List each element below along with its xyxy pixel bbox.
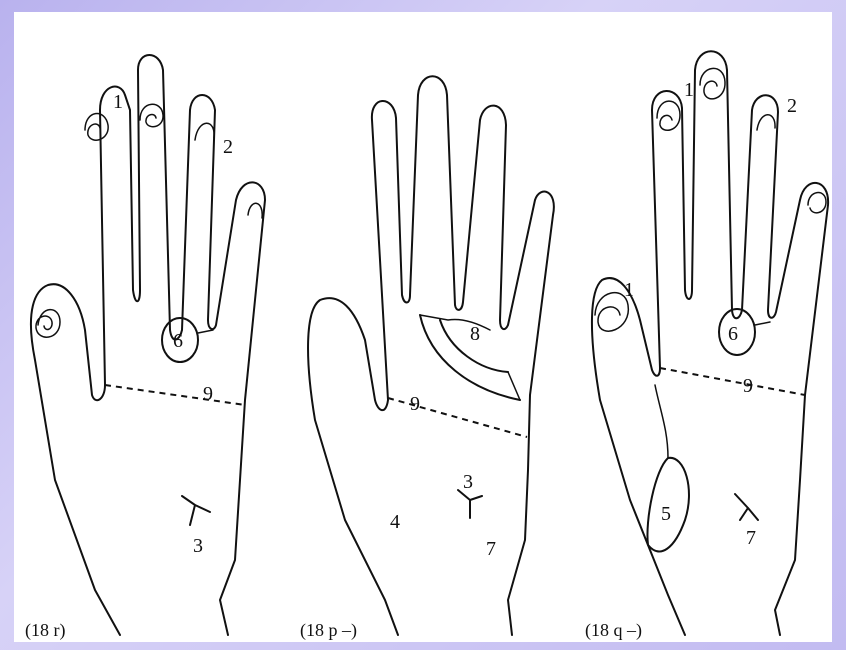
hand-18r-thumb-whorl — [36, 310, 60, 338]
hand-18q-thenar-line — [655, 385, 668, 458]
hand-18q-outline — [592, 51, 828, 635]
hand-18q-label-2: 2 — [787, 95, 797, 117]
hand-18r-label-3: 3 — [193, 535, 203, 557]
hand-18p-label-3: 3 — [463, 471, 473, 493]
hand-18r-crease-line — [105, 385, 245, 405]
hand-18r-loop-connector — [198, 330, 213, 333]
hand-18p-outline — [308, 76, 554, 635]
hand-18r-index-whorl — [85, 114, 108, 141]
hand-18p-crease-line — [388, 398, 527, 437]
hand-18p-area-8-side — [508, 372, 520, 400]
hand-18r-label-9: 9 — [203, 383, 213, 405]
hand-18r-label-6: 6 — [173, 330, 183, 352]
hand-18r-caption: (18 r) — [25, 620, 65, 641]
hand-18r: 1 2 6 9 3 (18 r) — [25, 55, 265, 641]
hand-18q-crease-line — [660, 368, 805, 395]
hand-18r-triradius — [182, 496, 210, 525]
hand-18p-caption: (18 p –) — [300, 620, 357, 641]
hand-18q-ring-loop — [757, 115, 775, 130]
hand-18q-label-9: 9 — [743, 375, 753, 397]
hand-18r-ring-loop — [195, 123, 214, 140]
hand-18q-triradius — [735, 494, 758, 520]
hand-18q-label-6: 6 — [728, 323, 738, 345]
hand-18p-label-7: 7 — [486, 538, 496, 560]
hand-18q-middle-whorl — [700, 68, 725, 98]
hand-18q-label-5: 5 — [661, 503, 671, 525]
hand-18q-caption: (18 q –) — [585, 620, 642, 641]
hand-18p-label-8: 8 — [470, 323, 480, 345]
hand-18r-middle-whorl — [140, 104, 163, 126]
hand-18p-label-9: 9 — [410, 393, 420, 415]
hand-18q-label-1-thumb: 1 — [624, 279, 634, 301]
hand-18r-label-1: 1 — [113, 91, 123, 113]
hand-18r-label-2: 2 — [223, 136, 233, 158]
hand-18p: 8 9 4 3 7 (18 p –) — [300, 76, 554, 641]
hand-18q-loop-connector — [755, 322, 770, 325]
hand-18q-little-whorl — [808, 193, 826, 213]
hand-18p-label-4: 4 — [390, 511, 400, 533]
hand-18q-label-1-middle: 1 — [684, 79, 694, 101]
hand-18q-label-7: 7 — [746, 527, 756, 549]
hand-18r-little-loop — [248, 203, 262, 218]
hand-18q: 1 1 2 6 9 5 7 (18 q –) — [585, 51, 828, 641]
hand-18q-index-whorl — [657, 101, 680, 130]
hand-18p-triradius — [458, 490, 482, 518]
